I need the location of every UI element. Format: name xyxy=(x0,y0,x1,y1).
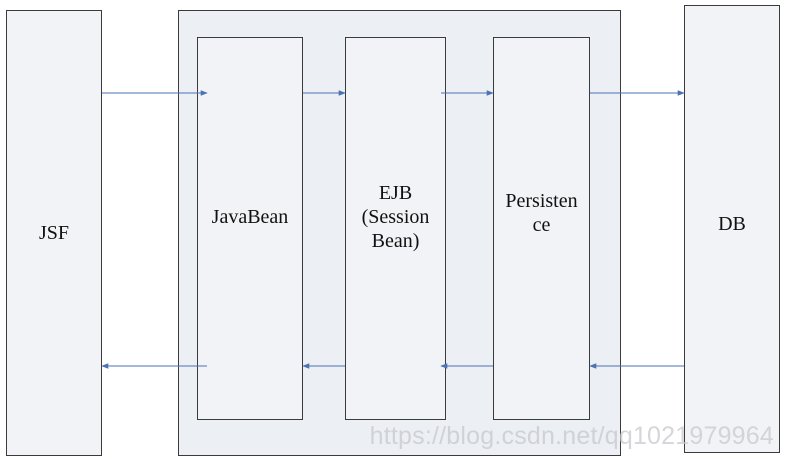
db-label: DB xyxy=(718,213,746,235)
ejb-label: EJB (Session Bean) xyxy=(361,181,430,252)
jsf-label: JSF xyxy=(38,222,70,244)
javabean-label: JavaBean xyxy=(211,205,289,228)
watermark-text: https://blog.csdn.net/qq1021979964 xyxy=(369,422,774,450)
ejb-box: EJB (Session Bean) xyxy=(345,37,446,420)
jsf-box: JSF xyxy=(6,10,102,456)
javabean-box: JavaBean xyxy=(197,37,303,420)
db-box: DB xyxy=(684,5,780,453)
persistence-box: Persisten ce xyxy=(493,37,590,420)
persistence-label: Persisten ce xyxy=(505,189,578,236)
